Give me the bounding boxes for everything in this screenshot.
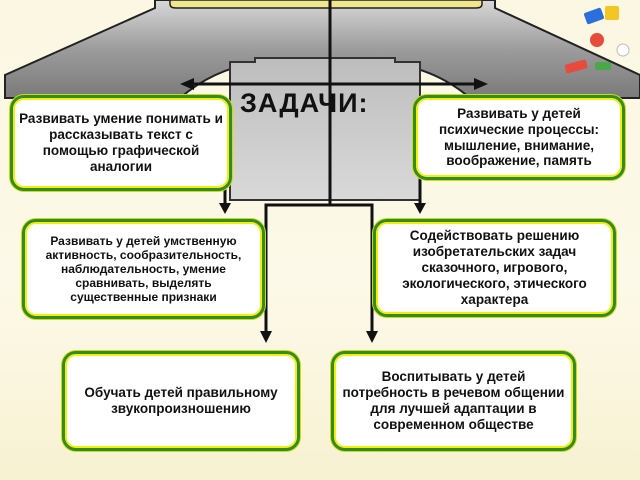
task-box-graphic-analogy: Развивать умение понимать и рассказывать… [10,95,232,191]
task-text: Развивать у детей умственную активность,… [45,233,242,305]
clip-art-decoration-icon [564,6,630,74]
header-top-tab [169,0,483,9]
connector-to-t5 [264,203,330,335]
page-title: ЗАДАЧИ: [240,88,369,118]
arrowhead-t4 [414,203,426,214]
task-box-speech-communication: Воспитывать у детей потребность в речево… [331,351,576,451]
task-text: Развивать у детей психические процессы: … [438,105,600,169]
arrowhead-t5 [260,331,272,343]
task-box-inventive-tasks: Содействовать решению изобретательских з… [373,219,616,317]
arrowhead-left [180,78,194,90]
title-panel [229,57,421,201]
connector-to-t6 [330,203,374,335]
task-box-mental-processes: Развивать у детей психические процессы: … [413,95,625,180]
task-text: Обучать детей правильному звукопроизноше… [84,385,278,416]
arrowhead-t6 [366,331,378,343]
task-text: Воспитывать у детей потребность в речево… [342,369,565,432]
arrowhead-t3 [219,203,231,214]
task-box-mental-activity: Развивать у детей умственную активность,… [22,219,265,319]
task-text: Развивать умение понимать и рассказывать… [19,111,223,174]
task-box-pronunciation: Обучать детей правильному звукопроизноше… [62,351,300,451]
arrowhead-right [474,78,488,90]
task-text: Содействовать решению изобретательских з… [402,228,587,307]
